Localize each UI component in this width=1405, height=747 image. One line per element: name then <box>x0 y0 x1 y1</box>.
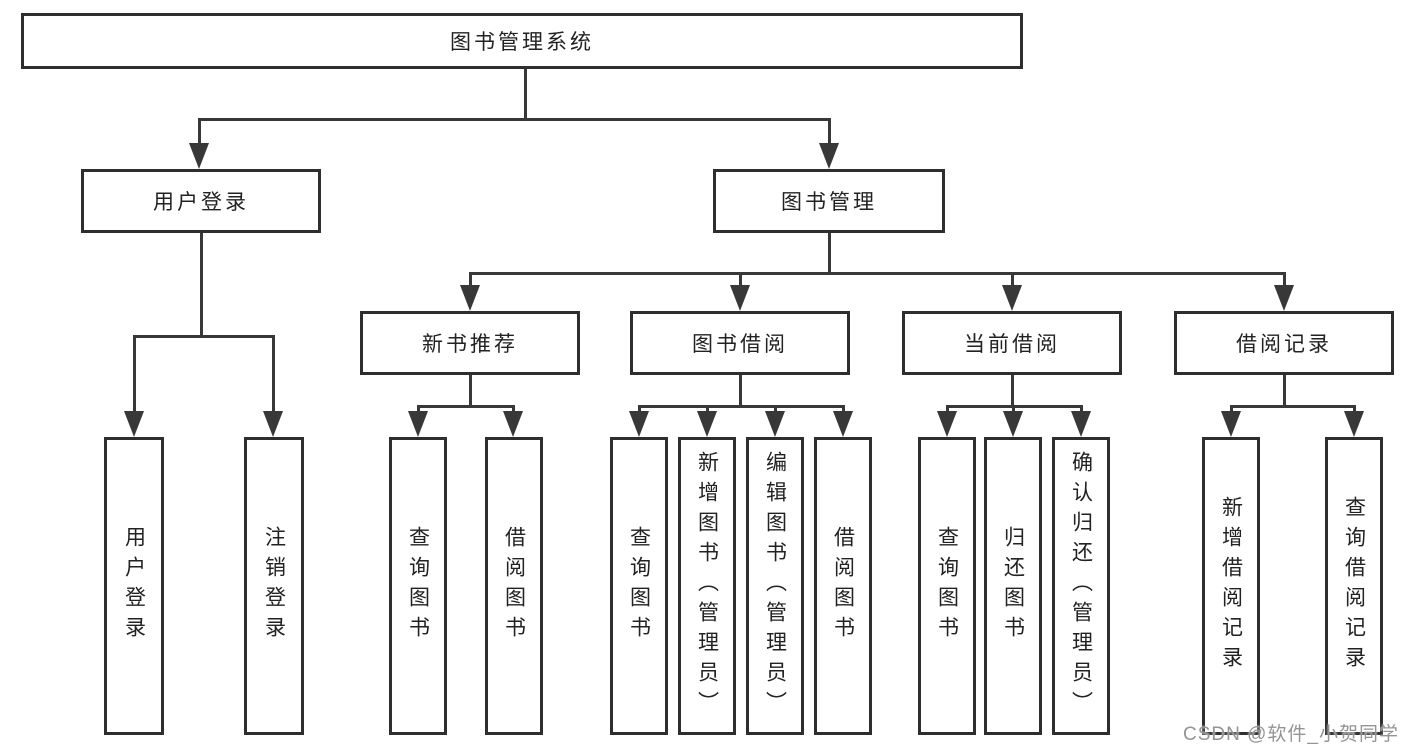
watermark: CSDN @软件_小贺同学 <box>1183 724 1399 745</box>
leaf-label: 查询图书 <box>935 526 959 646</box>
node-user-login: 用户登录 <box>81 169 321 233</box>
leaf-label: 借阅图书 <box>831 526 855 646</box>
connector-line <box>1011 272 1014 285</box>
leaf-label: 借阅图书 <box>502 526 526 646</box>
connector-line <box>946 405 949 411</box>
connector-line <box>1012 405 1015 411</box>
connector-line <box>828 233 831 272</box>
node-label: 新书推荐 <box>422 333 518 356</box>
connector-line <box>1283 272 1286 285</box>
connector-line <box>1230 405 1233 411</box>
arrow-down-icon <box>833 411 853 437</box>
leaf-user-login: 用户登录 <box>104 437 164 735</box>
connector-line <box>774 405 777 411</box>
connector-line <box>1230 405 1355 408</box>
connector-line <box>1353 405 1356 411</box>
node-new-book-recommend: 新书推荐 <box>360 311 580 375</box>
node-label: 用户登录 <box>153 191 249 214</box>
leaf-label: 新增借阅记录 <box>1219 496 1243 676</box>
leaf-edit-book-admin: 编辑图书（管理员） <box>746 437 804 735</box>
arrow-down-icon <box>819 143 839 169</box>
connector-line <box>198 118 201 143</box>
leaf-label: 确认归还（管理员） <box>1069 451 1093 721</box>
connector-line <box>842 405 845 411</box>
node-label: 图书管理 <box>781 191 877 214</box>
connector-line <box>1011 375 1014 405</box>
arrow-down-icon <box>1344 411 1364 437</box>
leaf-label: 注销登录 <box>262 526 286 646</box>
leaf-logout: 注销登录 <box>244 437 304 735</box>
node-current-borrow: 当前借阅 <box>902 311 1122 375</box>
node-label: 当前借阅 <box>964 333 1060 356</box>
arrow-down-icon <box>765 411 785 437</box>
arrow-down-icon <box>1274 285 1294 311</box>
connector-line <box>828 118 831 143</box>
connector-line <box>469 272 1285 275</box>
node-label: 图书借阅 <box>692 333 788 356</box>
arrow-down-icon <box>1071 411 1091 437</box>
connector-line <box>133 335 274 338</box>
connector-line <box>512 405 515 411</box>
leaf-label: 归还图书 <box>1001 526 1025 646</box>
arrow-down-icon <box>189 143 209 169</box>
connector-line <box>133 335 136 411</box>
connector-line <box>469 375 472 405</box>
connector-line <box>469 272 472 285</box>
connector-line <box>739 272 742 285</box>
leaf-add-book-admin: 新增图书（管理员） <box>678 437 736 735</box>
arrow-down-icon <box>1221 411 1241 437</box>
connector-line <box>272 335 275 411</box>
node-label: 图书管理系统 <box>450 31 594 54</box>
leaf-query-book-3: 查询图书 <box>918 437 976 735</box>
node-book-borrow: 图书借阅 <box>630 311 850 375</box>
connector-line <box>417 405 515 408</box>
arrow-down-icon <box>937 411 957 437</box>
arrow-down-icon <box>730 285 750 311</box>
connector-line <box>1080 405 1083 411</box>
leaf-label: 查询图书 <box>627 526 651 646</box>
arrow-down-icon <box>124 411 144 437</box>
connector-line <box>417 405 420 411</box>
node-library-management-system: 图书管理系统 <box>21 13 1023 69</box>
arrow-down-icon <box>697 411 717 437</box>
arrow-down-icon <box>503 411 523 437</box>
arrow-down-icon <box>263 411 283 437</box>
arrow-down-icon <box>1002 285 1022 311</box>
connector-line <box>200 233 203 335</box>
leaf-label: 查询借阅记录 <box>1342 496 1366 676</box>
arrow-down-icon <box>460 285 480 311</box>
leaf-query-book-1: 查询图书 <box>389 437 447 735</box>
connector-line <box>1283 375 1286 405</box>
leaf-label: 查询图书 <box>406 526 430 646</box>
leaf-label: 用户登录 <box>122 526 146 646</box>
connector-line <box>638 405 845 408</box>
leaf-add-borrow-record: 新增借阅记录 <box>1202 437 1260 735</box>
leaf-confirm-return-admin: 确认归还（管理员） <box>1052 437 1110 735</box>
connector-line <box>739 375 742 405</box>
arrow-down-icon <box>408 411 428 437</box>
arrow-down-icon <box>1003 411 1023 437</box>
leaf-label: 新增图书（管理员） <box>695 451 719 721</box>
leaf-label: 编辑图书（管理员） <box>763 451 787 721</box>
connector-line <box>706 405 709 411</box>
node-borrow-record: 借阅记录 <box>1174 311 1394 375</box>
leaf-query-book-2: 查询图书 <box>610 437 668 735</box>
connector-line <box>198 118 830 121</box>
connector-line <box>524 69 527 118</box>
leaf-return-book: 归还图书 <box>984 437 1042 735</box>
leaf-query-borrow-record: 查询借阅记录 <box>1325 437 1383 735</box>
leaf-borrow-book-1: 借阅图书 <box>485 437 543 735</box>
leaf-borrow-book-2: 借阅图书 <box>814 437 872 735</box>
node-label: 借阅记录 <box>1236 333 1332 356</box>
arrow-down-icon <box>629 411 649 437</box>
connector-line <box>638 405 641 411</box>
node-book-management: 图书管理 <box>713 169 945 233</box>
